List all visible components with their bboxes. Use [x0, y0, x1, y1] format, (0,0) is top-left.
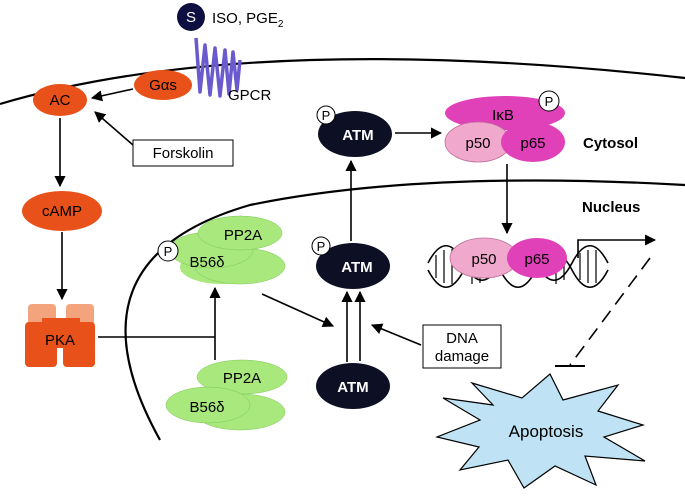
inhibition-line: [569, 257, 651, 366]
ikb-phospho-badge: [538, 90, 560, 112]
pp2a-bottom-label: PP2A: [223, 370, 261, 387]
b56-phospho-label: P: [164, 244, 173, 259]
atm-nucleus-label: ATM: [337, 379, 368, 396]
p65-cytosol: [501, 122, 565, 162]
pka-complex: [25, 304, 95, 367]
ligand-name: ISO, PGE2: [212, 10, 284, 30]
apoptosis-burst: [435, 373, 646, 489]
pathway-arrows: [54, 88, 513, 362]
p65-nucleus: [507, 238, 567, 278]
atm-cytosol: [318, 111, 392, 157]
gas-label: Gαs: [149, 77, 177, 94]
atm-nucleus-phospho-badge-label: P: [317, 239, 326, 254]
pka-label: PKA: [45, 332, 75, 349]
cytosol-label: Cytosol: [583, 135, 638, 152]
ligand-s-label: S: [186, 9, 196, 26]
ikb-label: IκB: [492, 107, 514, 124]
pp2a-top-front: [197, 215, 283, 251]
atm-cytosol-label: ATM: [342, 127, 373, 144]
dna-damage-line1: DNA: [446, 330, 478, 347]
arrow-gas-to-ac: [90, 88, 134, 102]
pp2a-top-label: PP2A: [224, 227, 262, 244]
dna-damage-box: [422, 324, 502, 369]
p50-cytosol-label: p50: [465, 135, 490, 152]
nuclear-membrane: [124, 179, 685, 441]
transcription-arrow: [577, 234, 657, 258]
ac-enzyme: [33, 84, 87, 116]
plasma-membrane: [0, 58, 685, 106]
arrow-b56-to-atm: [261, 293, 335, 327]
forskolin-box: [132, 139, 234, 167]
p65-nucleus-label: p65: [524, 251, 549, 268]
p65-cytosol-label: p65: [520, 135, 545, 152]
arrow-forskolin-to-ac: [94, 111, 134, 146]
ligand-s-circle: [177, 3, 205, 31]
nucleus-label: Nucleus: [582, 199, 640, 216]
dna-damage-line2: damage: [435, 348, 489, 365]
apoptosis-label: Apoptosis: [509, 422, 584, 441]
b56-phospho-badge: [157, 240, 179, 262]
atm-cytosol-phospho-label: P: [322, 108, 331, 123]
atm-nucleus-phospho-label: ATM: [341, 259, 372, 276]
b56-bottom: [165, 386, 251, 424]
atm-nucleus-phospho: [316, 243, 390, 289]
gpcr-label: GPCR: [228, 87, 272, 104]
p50-nucleus-label: p50: [471, 251, 496, 268]
pp2a-bottom: [196, 359, 288, 395]
arrow-dna-to-atm: [370, 323, 422, 346]
camp-node: [22, 191, 102, 231]
b56-top-label: B56δ: [189, 254, 224, 271]
gas-protein: [134, 70, 192, 100]
atm-nucleus: [316, 363, 390, 409]
forskolin-label: Forskolin: [153, 145, 214, 162]
ikb-phospho-label: P: [545, 94, 554, 109]
atm-nucleus-phospho-badge: [311, 236, 331, 256]
ikb-protein: [445, 96, 565, 130]
ac-label: AC: [50, 92, 71, 109]
atm-cytosol-phospho-badge: [316, 105, 336, 125]
gpcr-receptor: [194, 37, 242, 98]
camp-label: cAMP: [42, 203, 82, 220]
b56-bottom-label: B56δ: [189, 399, 224, 416]
